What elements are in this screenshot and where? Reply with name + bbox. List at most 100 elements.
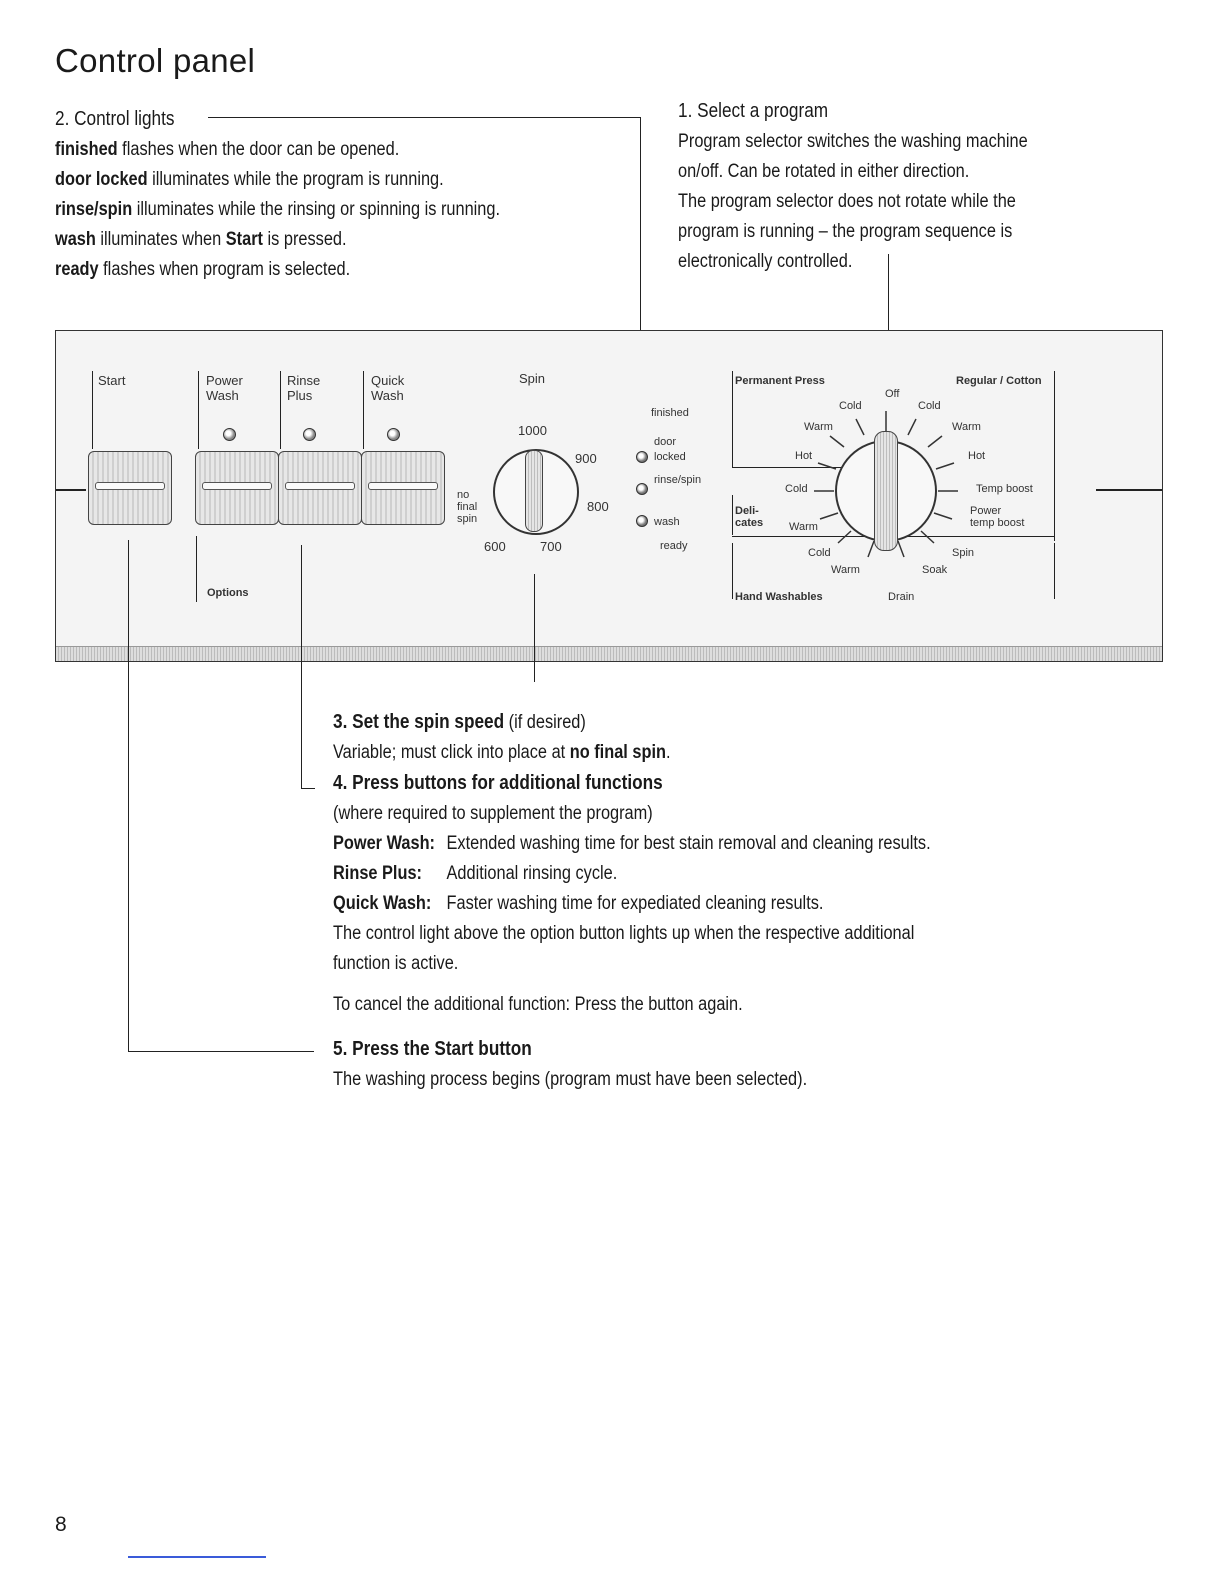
additional-functions-section: 4. Press buttons for additional function… [333,768,1028,979]
select-program-line-1: Program selector switches the washing ma… [678,131,1028,152]
control-lights-heading: 2. Control lights [55,108,175,130]
finished-term: finished [55,139,118,160]
spin-speed-dial[interactable] [493,449,579,535]
quick-wash-sub-label: Wash [371,388,404,403]
wash-desc-end: is pressed. [262,229,347,250]
quick-wash-button[interactable] [361,451,445,525]
spin-speed-note: (if desired) [504,712,586,733]
rinse-spin-term: rinse/spin [55,199,133,220]
regular-cotton-label: Regular / Cotton [956,375,1042,387]
rinse-separator [280,371,282,449]
wash-indicator [636,515,648,527]
delicates-separator [732,495,734,535]
start-leader-h [128,1051,314,1053]
indicator-locked-label: locked [654,451,686,463]
start-separator [92,371,94,449]
wash-term: wash [55,229,96,250]
spin-speed-desc-end: . [665,742,671,763]
rinse-plus-desc: Additional rinsing cycle. [446,863,618,884]
pp-separator [732,371,734,467]
hw-cold-label: Cold [808,547,831,559]
start-leader-v [128,540,130,1052]
wash-desc: illuminates when [95,229,226,250]
delicates-label: Deli-cates [735,505,763,529]
control-lights-section: 2. Control lights finished flashes when … [55,104,572,285]
start-label: Start [98,373,126,388]
panel-bottom-strip [56,646,1162,661]
rc-separator [1054,371,1056,541]
panel-line-right [1096,489,1162,491]
wash-label: Wash [206,388,239,403]
start-desc: The washing process begins (program must… [333,1069,808,1090]
spin-800: 800 [587,499,609,514]
quick-label: Quick [371,373,405,388]
rinse-plus-lamp [303,428,316,441]
select-program-line-3: The program selector does not rotate whi… [678,191,1016,212]
spin-1000: 1000 [518,423,547,438]
additional-functions-note: (where required to supplement the progra… [333,803,653,824]
rc-warm-label: Warm [952,421,981,433]
power-label: Power [206,373,243,388]
start-button[interactable] [88,451,172,525]
start-heading: 5. Press the Start button [333,1038,532,1060]
quick-wash-lamp [387,428,400,441]
power-wash-desc: Extended washing time for best stain rem… [446,833,931,854]
select-program-section: 1. Select a program Program selector swi… [678,96,1085,277]
start-term: Start [225,229,263,250]
spin-900: 900 [575,451,597,466]
soak-label: Soak [922,564,948,576]
rinse-plus-term: Rinse Plus: [333,863,422,884]
control-light-para-1: The control light above the option butto… [333,923,915,944]
spin-program-label: Spin [952,547,975,559]
rinse-spin-indicator [636,483,648,495]
spin-700: 700 [540,539,562,554]
hw-separator [732,543,734,599]
pp-cold-label: Cold [839,400,862,412]
spin-sub-label: spin [457,513,478,525]
indicator-wash-label: wash [654,516,680,528]
spin-label: Spin [519,371,546,386]
delicates-cold-label: Cold [785,483,808,495]
select-program-leader [888,254,890,348]
temp-boost-label: Temp boost [976,483,1033,495]
ready-desc: flashes when program is selected. [98,259,351,280]
power-separator [198,371,200,449]
panel-line-left [56,489,86,491]
power-wash-button[interactable] [195,451,279,525]
program-selector-knob[interactable] [874,431,898,551]
spin-dial-knob[interactable] [525,450,543,532]
delicates-warm-label: Warm [789,521,818,533]
power-wash-term: Power Wash: [333,833,435,854]
spin-speed-heading: 3. Set the spin speed [333,711,505,733]
door-locked-indicator [636,451,648,463]
hw-warm-label: Warm [831,564,860,576]
pp-warm-label: Warm [804,421,833,433]
no-final-spin-term: no final spin [569,742,666,763]
pp-hot-label: Hot [795,450,813,462]
quick-wash-term: Quick Wash: [333,893,432,914]
rinse-plus-button[interactable] [278,451,362,525]
spin-600: 600 [484,539,506,554]
quick-wash-desc: Faster washing time for expediated clean… [446,893,824,914]
rc-hot-label: Hot [968,450,986,462]
rc-cold-label: Cold [918,400,941,412]
off-label: Off [885,388,900,400]
rinse-spin-desc: illuminates while the rinsing or spinnin… [132,199,501,220]
power-wash-lamp [223,428,236,441]
hw-right-separator [1054,543,1056,599]
pp-bottom-line [732,467,842,469]
ready-term: ready [55,259,99,280]
final-label: final [457,501,478,513]
control-lights-leader-v [640,117,642,447]
footer-rule [128,1556,266,1558]
cancel-function-para: To cancel the additional function: Press… [333,994,743,1015]
start-section: 5. Press the Start button The washing pr… [333,1034,884,1095]
buttons-leader-v [301,545,303,789]
indicator-ready-label: ready [660,540,688,552]
no-label: no [457,489,470,501]
control-light-para-1b: function is active. [333,953,459,974]
